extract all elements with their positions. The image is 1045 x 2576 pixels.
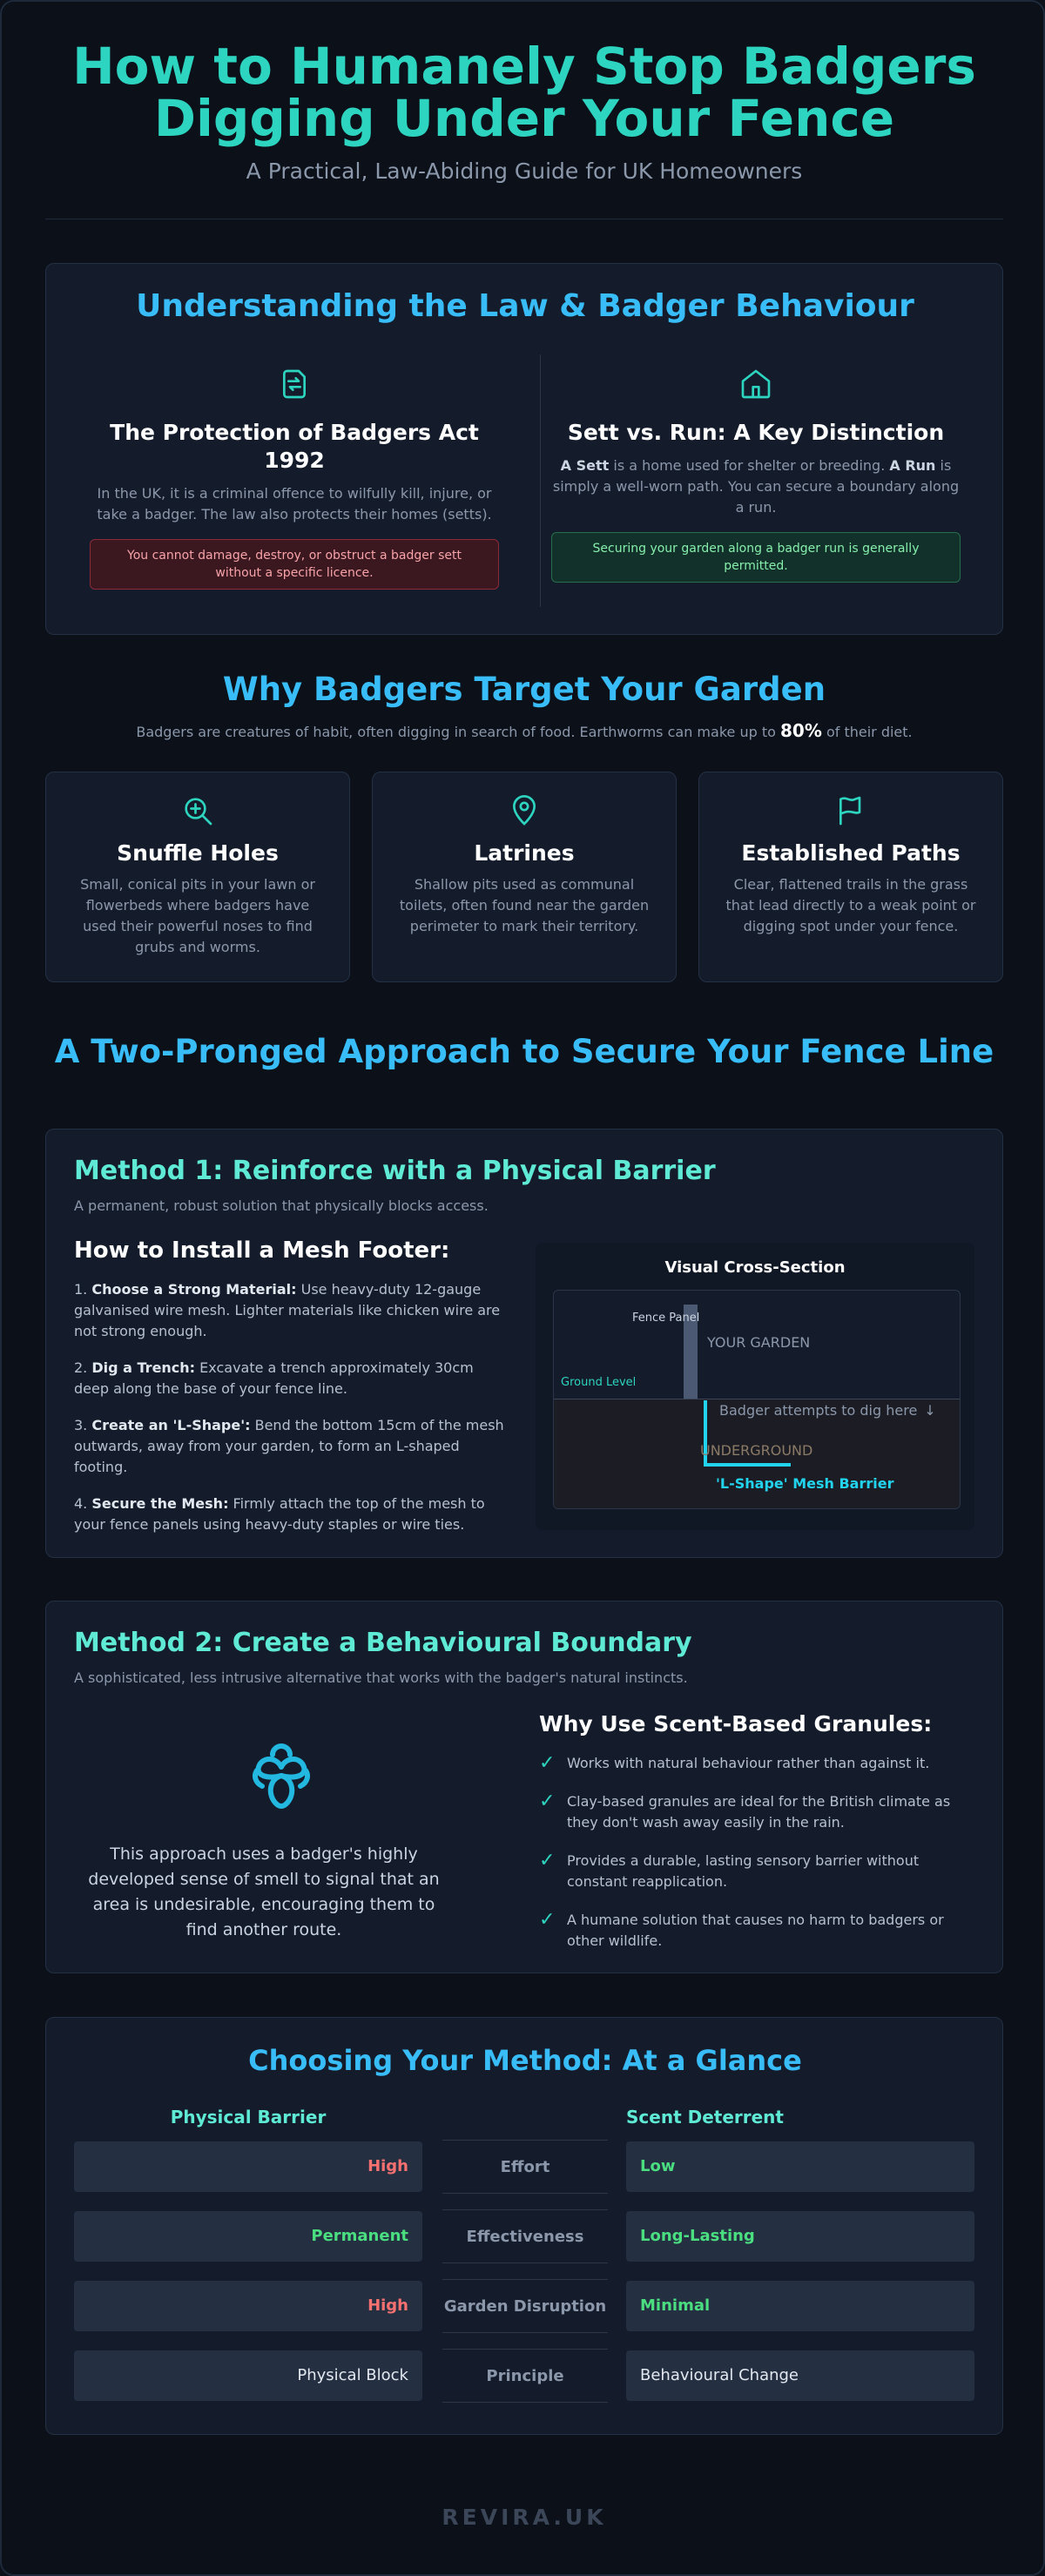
- fence-panel-label: Fence Panel: [632, 1312, 700, 1325]
- install-steps: 1. Choose a Strong Material: Use heavy-d…: [74, 1279, 509, 1551]
- badger-attempts-label: Badger attempts to dig here↓: [719, 1402, 936, 1419]
- page-title: How to Humanely Stop Badgers Digging Und…: [72, 37, 976, 148]
- physical-barrier-heading: Physical Barrier: [170, 2107, 327, 2128]
- method2-description: This approach uses a badger's highly dev…: [88, 1844, 440, 1939]
- latrines-text: Shallow pits used as communal toilets, o…: [399, 876, 650, 934]
- document-transfer-icon: [277, 367, 312, 401]
- method2-card: Method 2: Create a Behavioural Boundary …: [45, 1601, 1003, 1973]
- badger-paw-emblem-icon: [253, 1741, 310, 1811]
- effort-scent: Low: [626, 2141, 974, 2192]
- underground-area: [554, 1399, 960, 1508]
- established-paths-text: Clear, flattened trails in the grass tha…: [725, 876, 976, 934]
- cross-section-diagram: Visual Cross-Section Fence Panel YOUR GA…: [536, 1243, 974, 1530]
- snuffle-holes-title: Snuffle Holes: [117, 840, 279, 866]
- disruption-scent: Minimal: [626, 2281, 974, 2331]
- map-pin-icon: [507, 793, 542, 828]
- header: How to Humanely Stop Badgers Digging Und…: [45, 40, 1003, 184]
- method1-title: Method 1: Reinforce with a Physical Barr…: [74, 1156, 716, 1186]
- sett-run-column: Sett vs. Run: A Key Distinction A Sett i…: [551, 367, 961, 583]
- install-step: 4. Secure the Mesh: Firmly attach the to…: [74, 1495, 485, 1533]
- install-step: 1. Choose a Strong Material: Use heavy-d…: [74, 1281, 501, 1339]
- mesh-vertical: [704, 1400, 707, 1467]
- method2-title: Method 2: Create a Behavioural Boundary: [74, 1628, 692, 1658]
- scent-deterrent-heading: Scent Deterrent: [626, 2107, 784, 2128]
- method1-subtitle: A permanent, robust solution that physic…: [74, 1197, 489, 1214]
- licence-warning: You cannot damage, destroy, or obstruct …: [90, 539, 499, 590]
- effectiveness-scent: Long-Lasting: [626, 2211, 974, 2262]
- list-item: ✓Clay-based granules are ideal for the B…: [539, 1790, 951, 1831]
- law-divider: [540, 354, 541, 607]
- disruption-physical: High: [74, 2281, 422, 2331]
- principle-scent: Behavioural Change: [626, 2350, 974, 2401]
- effort-physical: High: [74, 2141, 422, 2192]
- check-icon: ✓: [539, 1850, 556, 1871]
- snuffle-holes-card: Snuffle Holes Small, conical pits in you…: [45, 772, 350, 982]
- disruption-label: Garden Disruption: [442, 2279, 608, 2333]
- cross-section-title: Visual Cross-Section: [664, 1258, 846, 1277]
- established-paths-card: Established Paths Clear, flattened trail…: [698, 772, 1003, 982]
- law-title: Understanding the Law & Badger Behaviour: [136, 288, 914, 324]
- install-step: 3. Create an 'L-Shape': Bend the bottom …: [74, 1417, 504, 1475]
- your-garden-label: YOUR GARDEN: [707, 1334, 811, 1351]
- latrines-card: Latrines Shallow pits used as communal t…: [372, 772, 677, 982]
- latrines-title: Latrines: [474, 840, 575, 866]
- principle-physical: Physical Block: [74, 2350, 422, 2401]
- effectiveness-physical: Permanent: [74, 2211, 422, 2262]
- method2-subtitle: A sophisticated, less intrusive alternat…: [74, 1669, 688, 1686]
- check-icon: ✓: [539, 1909, 556, 1931]
- benefits-heading: Why Use Scent-Based Granules:: [539, 1711, 933, 1736]
- fence-panel: [684, 1305, 698, 1399]
- list-item: ✓Works with natural behaviour rather tha…: [539, 1752, 930, 1774]
- benefits-list: ✓Works with natural behaviour rather tha…: [539, 1753, 974, 1969]
- effectiveness-label: Effectiveness: [442, 2209, 608, 2263]
- method1-card: Method 1: Reinforce with a Physical Barr…: [45, 1129, 1003, 1558]
- list-item: ✓A humane solution that causes no harm t…: [539, 1909, 944, 1950]
- why-subtitle: Badgers are creatures of habit, often di…: [136, 720, 913, 741]
- install-step: 2. Dig a Trench: Excavate a trench appro…: [74, 1359, 474, 1397]
- install-heading: How to Install a Mesh Footer:: [74, 1237, 450, 1264]
- why-title: Why Badgers Target Your Garden: [222, 671, 826, 708]
- underground-label: UNDERGROUND: [700, 1442, 813, 1459]
- mesh-horizontal: [704, 1463, 791, 1467]
- comparison-card: Choosing Your Method: At a Glance Physic…: [45, 2017, 1003, 2435]
- sett-run-heading: Sett vs. Run: A Key Distinction: [567, 420, 945, 445]
- zoom-in-icon: [180, 793, 215, 828]
- snuffle-holes-text: Small, conical pits in your lawn or flow…: [80, 876, 315, 955]
- cross-section-box: Fence Panel YOUR GARDEN Ground Level Bad…: [553, 1290, 961, 1509]
- mesh-barrier-label: 'L-Shape' Mesh Barrier: [716, 1475, 894, 1492]
- footer-brand: REVIRA.UK: [442, 2505, 607, 2530]
- house-icon: [738, 367, 773, 401]
- effort-label: Effort: [442, 2140, 608, 2194]
- protection-act-column: The Protection of Badgers Act 1992 In th…: [90, 367, 499, 590]
- page-subtitle: A Practical, Law-Abiding Guide for UK Ho…: [246, 158, 803, 184]
- established-paths-title: Established Paths: [741, 840, 961, 866]
- comparison-title: Choosing Your Method: At a Glance: [248, 2044, 802, 2077]
- principle-label: Principle: [442, 2349, 608, 2403]
- ground-level-label: Ground Level: [561, 1376, 637, 1389]
- approach-title: A Two-Pronged Approach to Secure Your Fe…: [54, 1033, 994, 1070]
- list-item: ✓Provides a durable, lasting sensory bar…: [539, 1850, 920, 1891]
- check-icon: ✓: [539, 1790, 556, 1812]
- protection-act-heading: The Protection of Badgers Act 1992: [110, 420, 479, 473]
- arrow-down-icon: ↓: [924, 1402, 936, 1419]
- protection-act-text: In the UK, it is a criminal offence to w…: [97, 485, 492, 523]
- law-card: Understanding the Law & Badger Behaviour…: [45, 263, 1003, 635]
- sett-run-text: A Sett is a home used for shelter or bre…: [552, 457, 960, 516]
- check-icon: ✓: [539, 1752, 556, 1774]
- flag-icon: [833, 793, 868, 828]
- run-permitted-note: Securing your garden along a badger run …: [551, 532, 961, 583]
